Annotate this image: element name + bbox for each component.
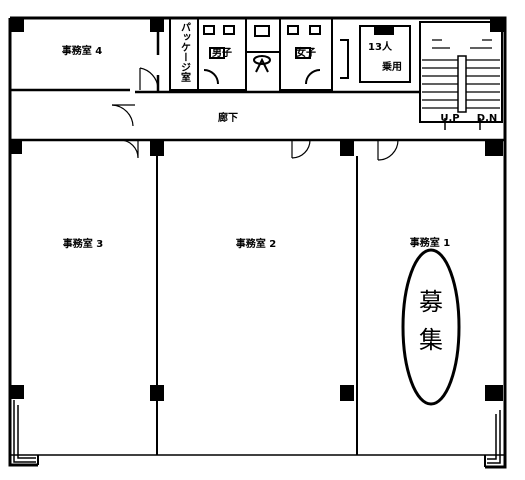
mens-toilet-label: 男子 <box>212 47 232 59</box>
partition-walls <box>10 156 505 456</box>
corridor-walls <box>10 90 505 142</box>
office4-label: 事務室 4 <box>62 44 102 57</box>
outer-walls <box>8 16 507 469</box>
recruit-ellipse <box>401 248 461 406</box>
toilet-block <box>197 17 349 91</box>
elevator-type: 乗用 <box>381 60 402 73</box>
recruit-label-1: 募 <box>419 288 443 316</box>
recruit-label-2: 集 <box>419 326 443 354</box>
office-doors <box>111 104 399 161</box>
elevator <box>359 25 411 83</box>
stairs-up-label: U.P <box>440 113 459 124</box>
elevator-capacity: 13人 <box>368 40 393 53</box>
office2-label: 事務室 2 <box>236 237 276 250</box>
corridor-label: 廊下 <box>218 111 238 124</box>
office1-label: 事務室 1 <box>410 236 450 249</box>
window-marks <box>13 400 501 464</box>
office3-label: 事務室 3 <box>63 237 103 250</box>
womens-toilet-label: 女子 <box>296 46 316 59</box>
office4-door <box>139 67 159 90</box>
package-room-label: パッケージ室 <box>179 22 191 82</box>
stairs-down-label: D.N <box>477 113 497 124</box>
stairs <box>419 21 503 130</box>
